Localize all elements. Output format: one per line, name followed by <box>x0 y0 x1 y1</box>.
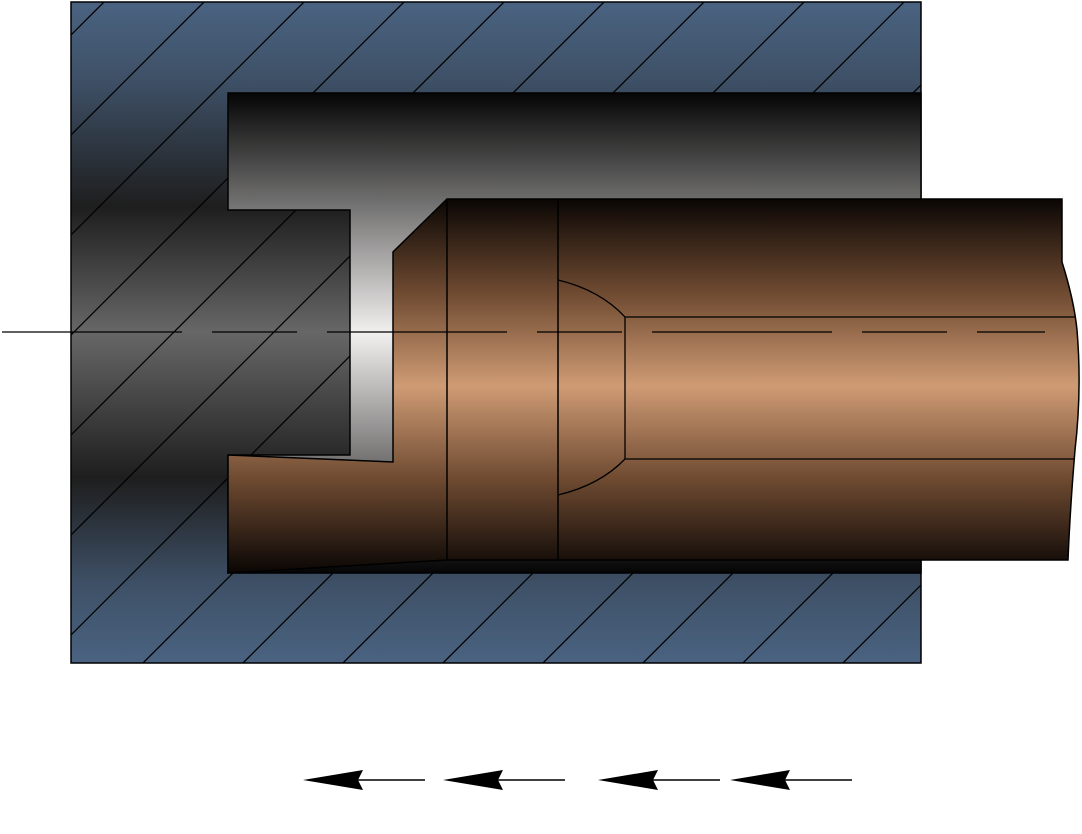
hatch-line <box>71 2 305 663</box>
billet <box>227 198 1080 574</box>
hatch-line <box>71 2 205 663</box>
flow-arrow <box>730 770 852 790</box>
flow-arrow <box>303 770 425 790</box>
arrow-head-icon <box>598 770 658 790</box>
flow-arrows <box>303 770 852 790</box>
arrow-head-icon <box>443 770 503 790</box>
billet-profile-outline <box>557 279 1075 496</box>
billet-body <box>227 198 1080 574</box>
arrow-head-icon <box>303 770 363 790</box>
flow-arrow <box>443 770 565 790</box>
arrow-head-icon <box>730 770 790 790</box>
flow-arrow <box>598 770 720 790</box>
